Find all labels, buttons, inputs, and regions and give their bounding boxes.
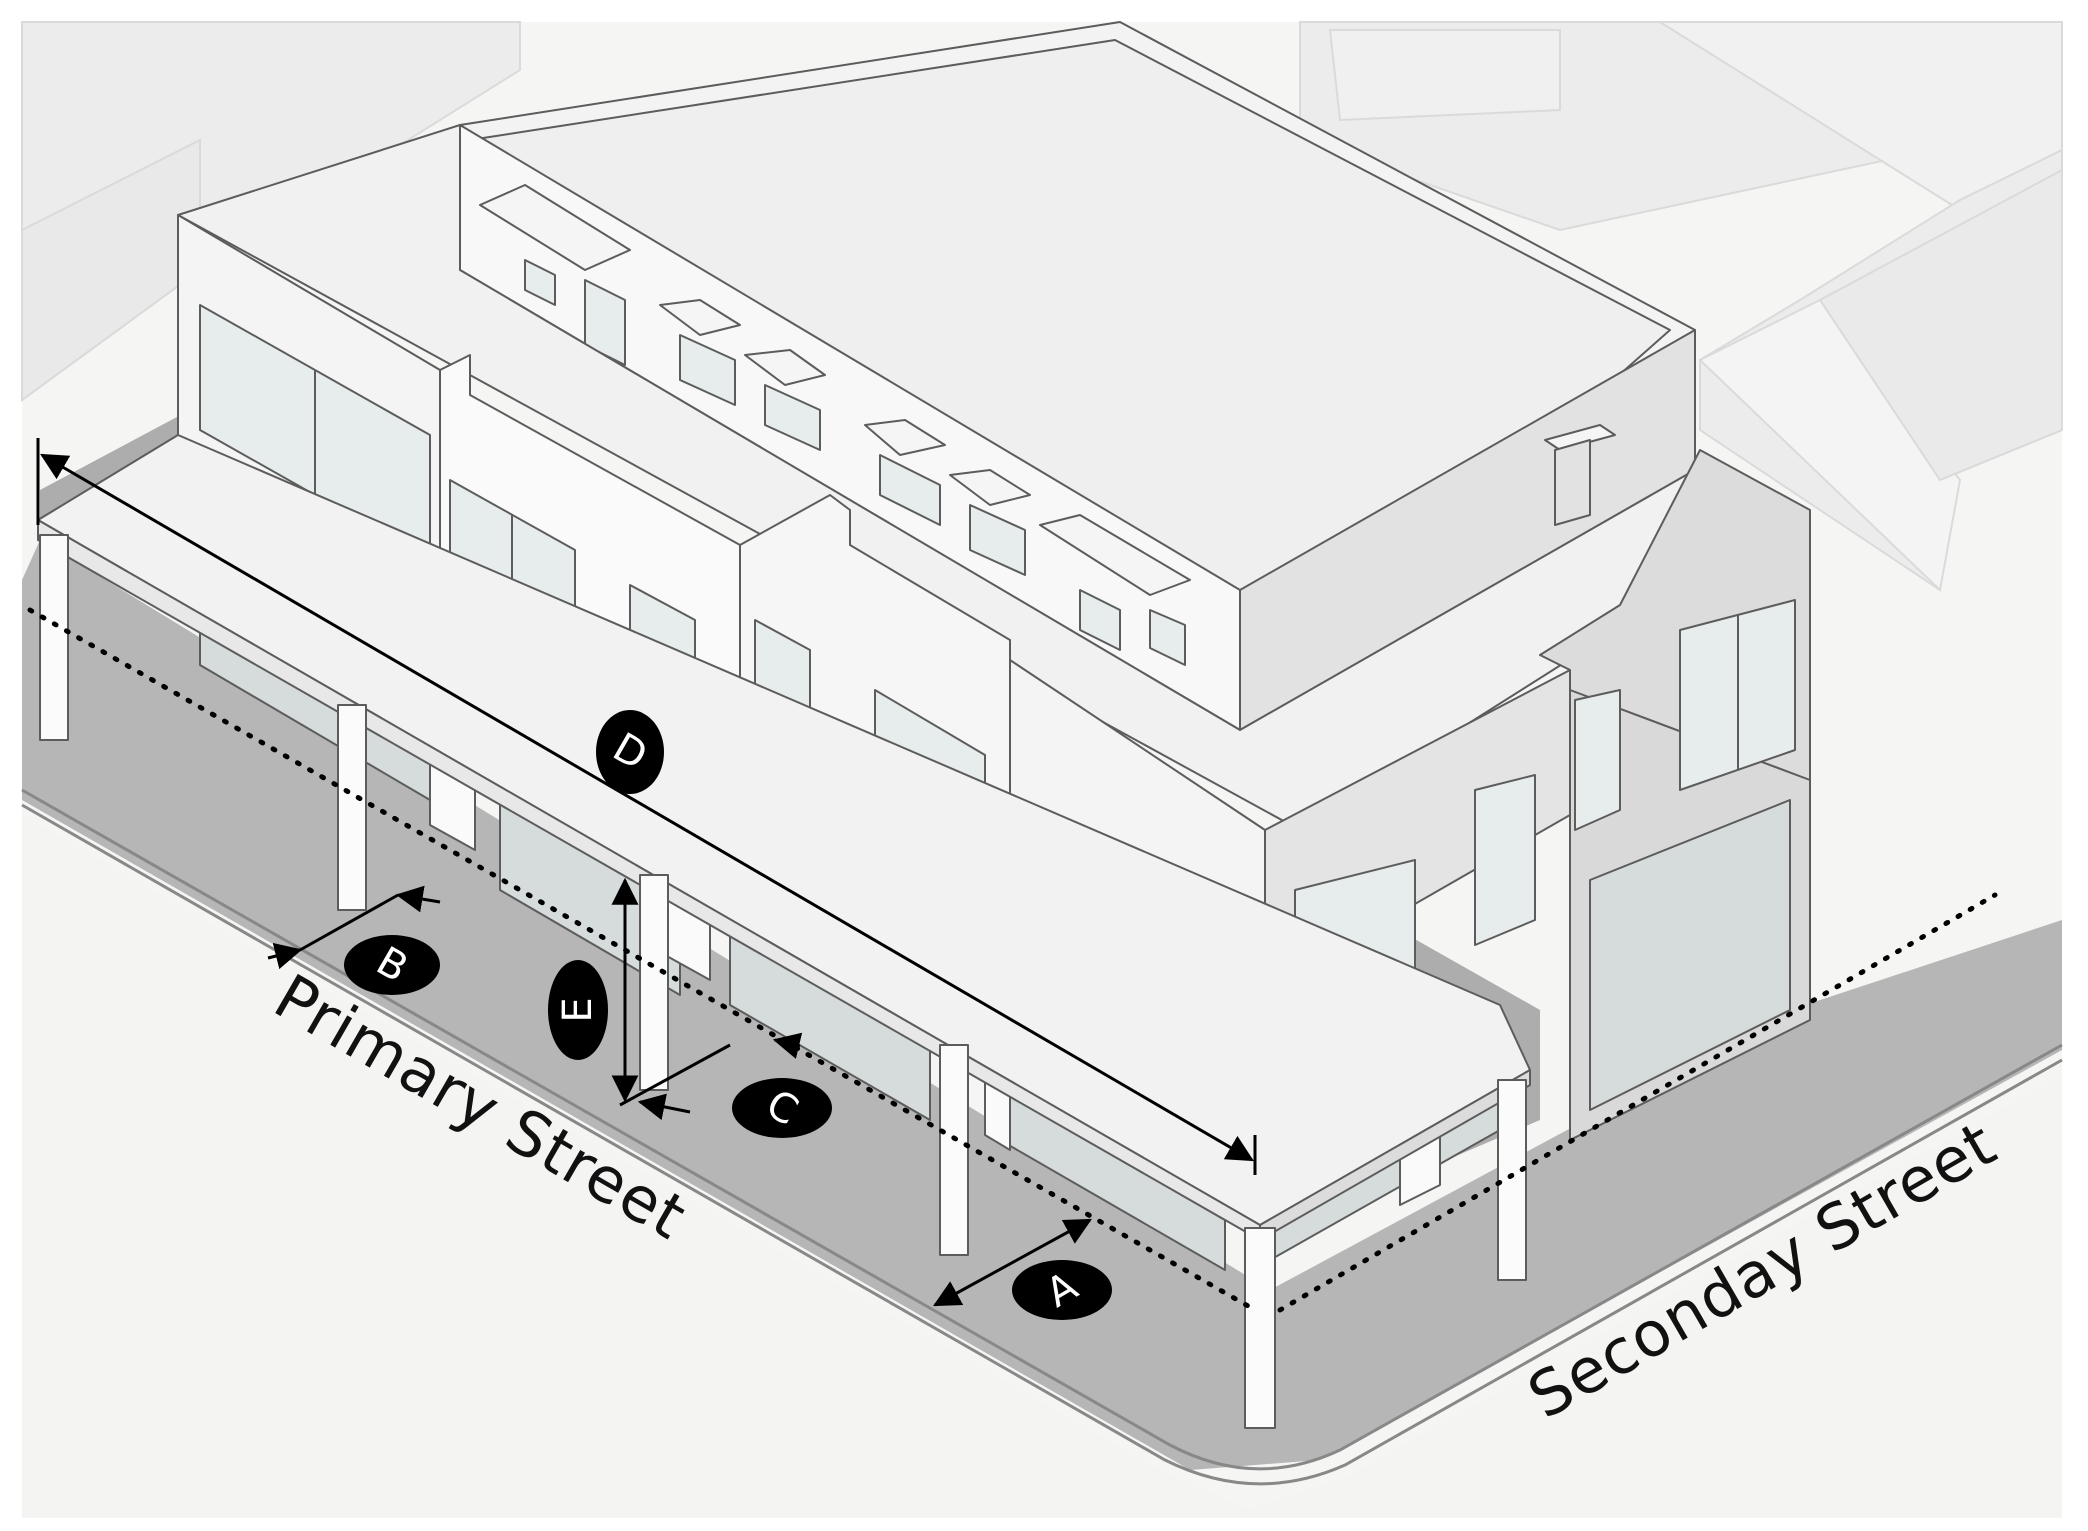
upper-window-3 (679, 334, 736, 406)
curb-edge-upper (21, 788, 2063, 1471)
dimension-lines (36, 438, 1257, 1307)
dimension-b-arrow-left (267, 942, 303, 970)
marker-d: D (596, 710, 664, 794)
column-3 (639, 874, 669, 1091)
marker-b-badge (344, 935, 440, 995)
storefront-side-2 (1589, 799, 1791, 1111)
marker-b: B (344, 935, 440, 995)
sidewalk-surface (22, 540, 2062, 1470)
upper-awning-2 (659, 299, 741, 336)
neighbor-house-right-gable (1698, 298, 1962, 593)
dimension-d-line (40, 453, 1254, 1162)
upper-awning-4 (864, 419, 946, 456)
curb-edge-lower (21, 803, 2063, 1486)
column-4 (939, 1044, 969, 1256)
marker-d-badge (596, 710, 664, 794)
neighbor-house-right-roof (1818, 168, 2063, 482)
dimension-c-arrow-left (637, 1093, 691, 1121)
dimension-b-line (299, 893, 399, 952)
dimension-c-arrow-right (772, 1032, 803, 1059)
marker-c: C (732, 1078, 832, 1138)
marker-a-badge (1012, 1260, 1112, 1320)
street-surface (22, 815, 2062, 1518)
marker-e: E (548, 960, 608, 1060)
upper-window-4 (764, 384, 821, 451)
window-side-2 (1474, 774, 1536, 946)
dimension-b-arrow-right (395, 885, 441, 913)
dotted-line-secondary (1277, 892, 1998, 1313)
dimension-a-line (933, 1218, 1092, 1307)
marker-a: A (1012, 1260, 1112, 1320)
marker-e-badge (548, 960, 608, 1060)
upper-awning-side (1544, 424, 1616, 451)
column-5 (1244, 1227, 1276, 1429)
upper-window-2 (584, 279, 626, 366)
dotted-line-primary (27, 607, 1258, 1313)
upper-window-1 (524, 259, 556, 306)
window-side-3 (1574, 689, 1621, 831)
setback-lines (27, 607, 1998, 1313)
upper-awning-3 (744, 349, 826, 386)
column-1 (39, 534, 69, 741)
marker-e-label: E (555, 997, 601, 1022)
column-6 (1497, 1079, 1527, 1281)
column-2 (337, 704, 367, 911)
upper-door-side (1554, 439, 1591, 526)
neighbor-roof-top (1328, 29, 1561, 122)
marker-c-badge (732, 1078, 832, 1138)
upper-awning-1 (479, 184, 631, 271)
